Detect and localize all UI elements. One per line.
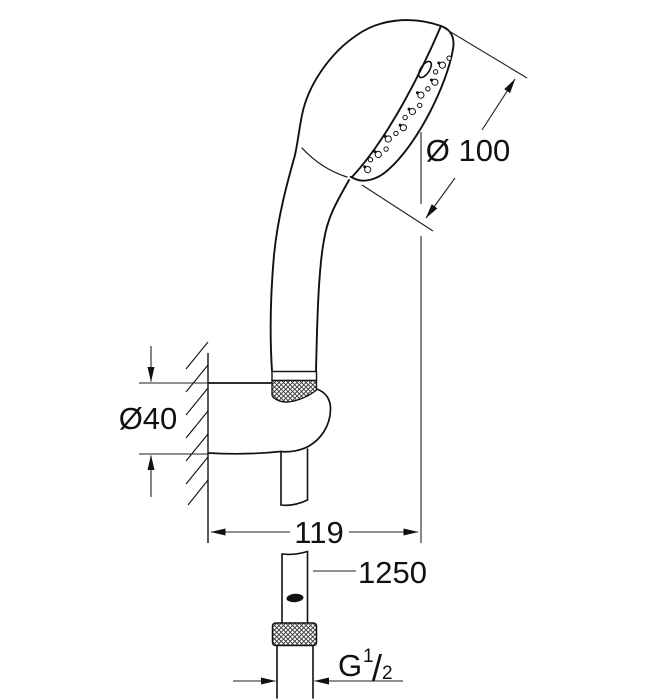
faceplate-logo-slot	[417, 60, 433, 79]
bracket-diameter-label: Ø40	[119, 401, 178, 436]
wall-hatching	[185, 341, 209, 506]
dimension-arrow-line	[481, 78, 516, 131]
hose-break-line	[280, 499, 309, 507]
neck-crease-line	[301, 147, 348, 178]
extension-line	[361, 184, 434, 232]
thread-numerator: 1	[363, 646, 374, 667]
dimension-arrow-line	[425, 177, 456, 219]
spray-face-edge	[351, 25, 442, 178]
shower-hose-upper	[280, 448, 309, 507]
hose-break-line	[281, 550, 309, 556]
dimension-head-diameter	[361, 27, 528, 543]
bracket-bottom-edge	[207, 450, 282, 455]
outlet-pipe	[276, 644, 314, 699]
bracket-offset-label: 119	[294, 515, 343, 550]
shower-head	[269, 19, 455, 372]
thread-denominator: 2	[382, 663, 393, 684]
thread-size-label: G 1 / 2	[338, 646, 393, 688]
hose-length-label: 1250	[358, 555, 427, 590]
hose-brand-mark	[286, 593, 304, 603]
handle-right-edge	[315, 179, 350, 372]
thread-slash: /	[372, 647, 382, 688]
handle-cone-nut	[271, 370, 318, 403]
wall	[185, 341, 209, 543]
head-diameter-label: Ø 100	[426, 133, 510, 168]
hose-connector-nut	[271, 622, 318, 647]
bracket-body	[280, 388, 332, 453]
wall-bracket	[207, 382, 332, 455]
thread-letter: G	[338, 648, 362, 683]
extension-line	[443, 27, 528, 79]
cone-nut-knurl	[271, 379, 318, 403]
shower-hose-lower	[281, 550, 309, 624]
head-and-handle-outline	[269, 19, 442, 372]
spray-nozzles	[363, 55, 452, 174]
spray-face-rim	[349, 25, 455, 182]
dimension-bracket-diameter	[139, 346, 208, 497]
